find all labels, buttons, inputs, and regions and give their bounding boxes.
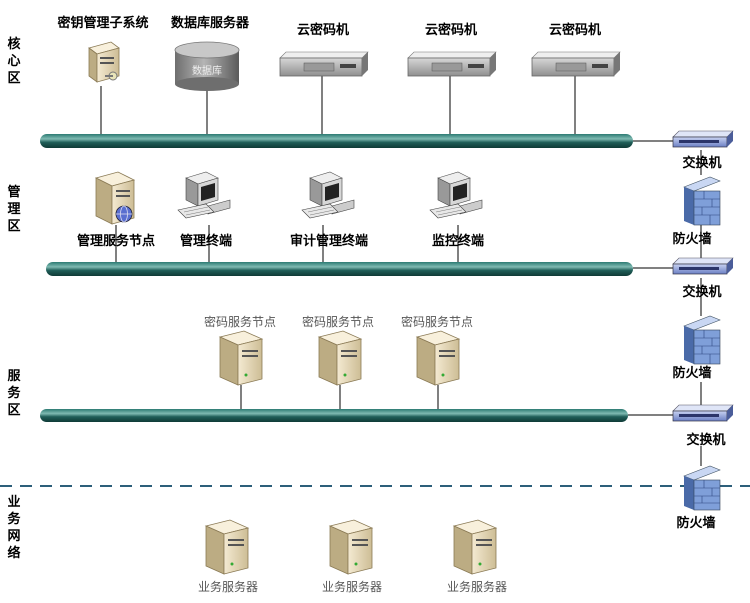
key-system-label: 密钥管理子系统: [57, 16, 149, 31]
firewall-2-icon: [683, 315, 721, 365]
business-server-1-icon: [204, 519, 250, 575]
firewall-3-label: 防火墙: [676, 516, 716, 531]
crypto-service-node-2-label: 密码服务节点: [301, 315, 375, 329]
management-terminal-label: 管理终端: [179, 234, 233, 249]
monitor-terminal-label: 监控终端: [431, 234, 485, 249]
crypto-service-node-1-icon: [218, 330, 264, 386]
business-server-2-label: 业务服务器: [321, 580, 383, 594]
business-server-1-label: 业务服务器: [197, 580, 259, 594]
crypto-service-node-1-label: 密码服务节点: [203, 315, 277, 329]
firewall-2-label: 防火墙: [672, 366, 712, 381]
firewall-3-icon: [683, 465, 721, 511]
monitor-terminal-icon: [429, 171, 483, 219]
management-service-node-label: 管理服务节点: [76, 234, 156, 249]
management-terminal-icon: [177, 171, 231, 219]
db-server-label: 数据库服务器: [170, 16, 250, 31]
database-icon: [174, 41, 240, 91]
audit-terminal-label: 审计管理终端: [289, 234, 369, 249]
business-server-3-label: 业务服务器: [446, 580, 508, 594]
audit-terminal-icon: [301, 171, 355, 219]
cloud-crypto-1-label: 云密码机: [296, 23, 350, 38]
cloud-crypto-machine-1-icon: [279, 51, 369, 77]
core-network-bus: [40, 134, 633, 148]
management-connectors: [115, 225, 702, 316]
cloud-crypto-2-label: 云密码机: [424, 23, 478, 38]
cloud-crypto-machine-3-icon: [531, 51, 621, 77]
switch-1-label: 交换机: [682, 156, 722, 171]
crypto-service-node-3-label: 密码服务节点: [400, 315, 474, 329]
service-network-bus: [40, 409, 628, 422]
zone-label-business: 业务网络: [7, 495, 21, 561]
firewall-1-icon: [683, 176, 721, 226]
switch-1-icon: [672, 130, 734, 148]
business-server-2-icon: [328, 519, 374, 575]
switch-2-label: 交换机: [682, 285, 722, 300]
cloud-crypto-machine-2-icon: [407, 51, 497, 77]
zone-label-management: 管理区: [7, 185, 21, 234]
business-server-3-icon: [452, 519, 498, 575]
switch-3-label: 交换机: [686, 433, 726, 448]
management-service-node-icon: [94, 171, 136, 225]
zone-label-core: 核心区: [7, 37, 21, 86]
key-server-icon: [88, 41, 120, 83]
firewall-1-label: 防火墙: [672, 232, 712, 247]
service-connectors: [240, 382, 702, 466]
core-connectors: [100, 76, 702, 175]
zone-label-service: 服务区: [7, 369, 21, 418]
cloud-crypto-3-label: 云密码机: [548, 23, 602, 38]
crypto-service-node-3-icon: [415, 330, 461, 386]
switch-2-icon: [672, 257, 734, 275]
database-cylinder-text: 数据库: [192, 66, 222, 77]
switch-3-icon: [672, 404, 734, 422]
crypto-service-node-2-icon: [317, 330, 363, 386]
management-network-bus: [46, 262, 633, 276]
